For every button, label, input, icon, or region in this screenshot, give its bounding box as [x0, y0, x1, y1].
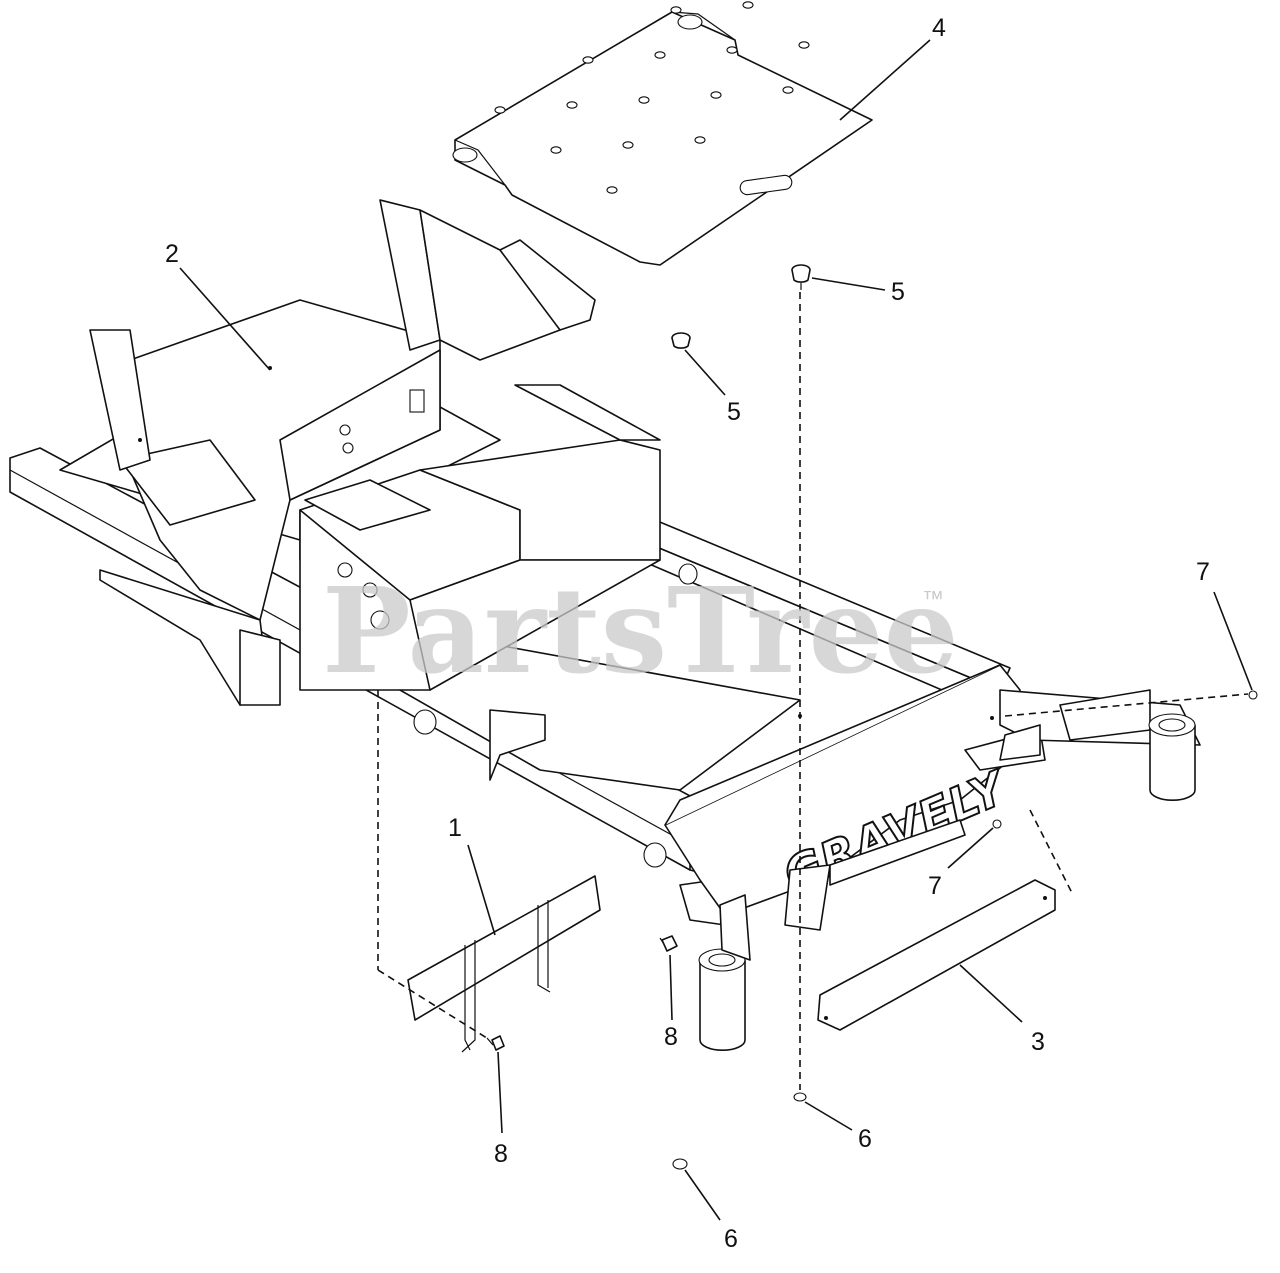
leader-lines — [179, 39, 1253, 1221]
hardware — [486, 264, 1258, 1170]
plate-hole — [782, 86, 794, 94]
callout-labels: 1 2 3 4 5 5 6 6 7 7 8 8 — [165, 14, 1210, 1253]
plate-hole — [742, 1, 754, 9]
callout-5-knob: 5 — [727, 398, 741, 426]
foot-plate-part-4 — [452, 1, 873, 266]
plate-hole — [694, 136, 706, 144]
plate-hole — [638, 96, 650, 104]
watermark: PartsTree ™ — [322, 561, 959, 700]
plate-hole — [726, 46, 738, 54]
callout-7-lower: 7 — [928, 872, 942, 900]
plate-hole — [798, 41, 810, 49]
plate-hole — [670, 6, 682, 14]
plate-hole — [654, 51, 666, 59]
bracket-part-1 — [407, 875, 601, 1053]
pad-part-3 — [817, 879, 1056, 1031]
watermark-trademark: ™ — [922, 586, 944, 611]
plate-hole — [582, 56, 594, 64]
callout-1: 1 — [448, 814, 462, 842]
callout-2: 2 — [165, 240, 179, 268]
assembly-lines — [377, 292, 1249, 1090]
callout-8-left: 8 — [494, 1140, 508, 1168]
callout-6-right: 6 — [858, 1125, 872, 1153]
callout-5-top: 5 — [891, 278, 905, 306]
callout-3: 3 — [1031, 1028, 1045, 1056]
plate-hole — [606, 186, 618, 194]
plate-hole — [622, 141, 634, 149]
watermark-text: PartsTree — [322, 561, 959, 700]
main-frame-part-2 — [9, 199, 1011, 926]
callout-4: 4 — [932, 14, 946, 42]
callout-8-center: 8 — [664, 1023, 678, 1051]
callout-6-bottom: 6 — [724, 1225, 738, 1253]
plate-hole — [566, 101, 578, 109]
callout-7-right: 7 — [1196, 558, 1210, 586]
plate-hole — [494, 106, 506, 114]
plate-hole — [550, 146, 562, 154]
plate-hole — [710, 91, 722, 99]
